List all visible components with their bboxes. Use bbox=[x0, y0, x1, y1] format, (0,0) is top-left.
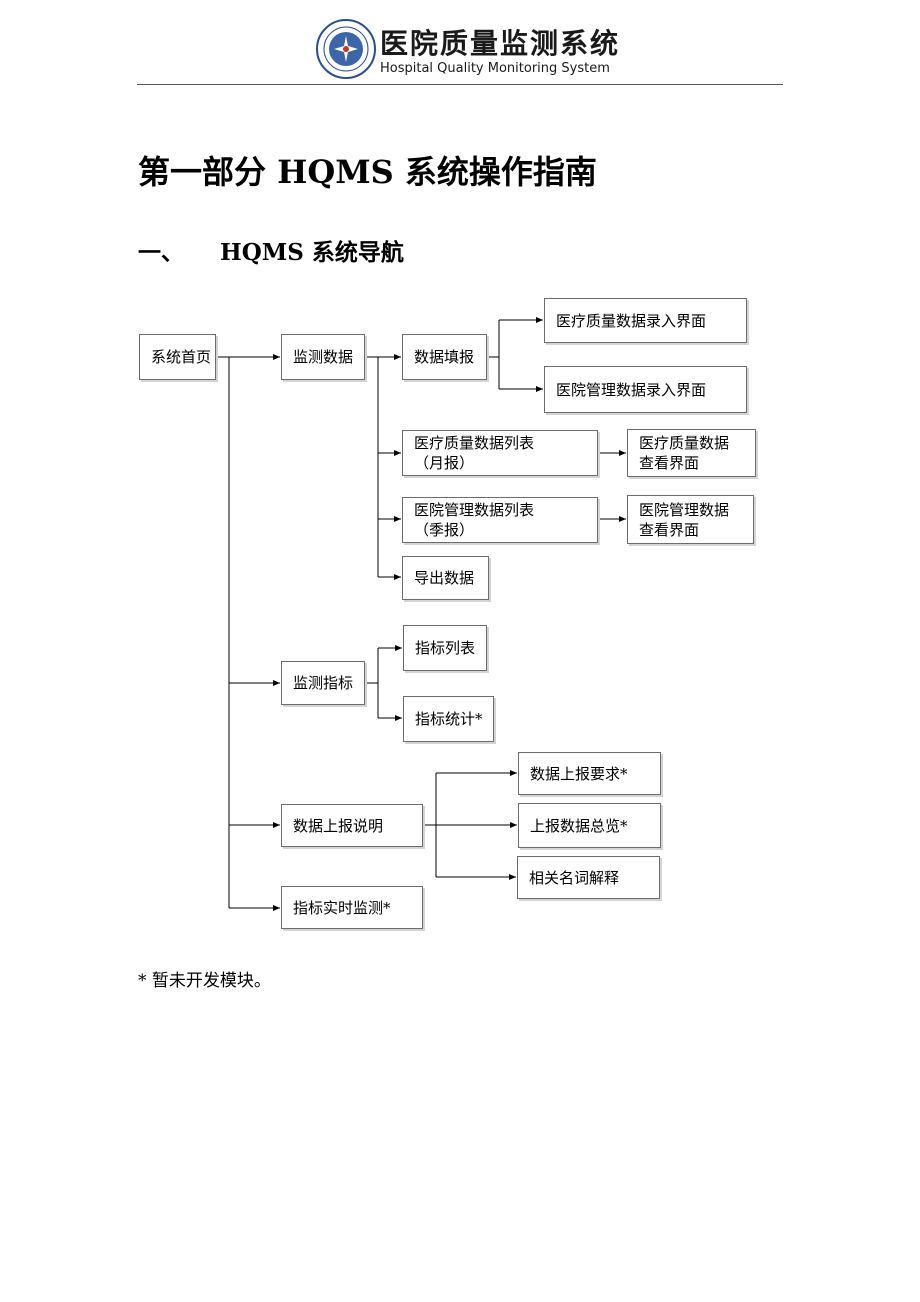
header-divider bbox=[137, 84, 783, 85]
node-report-instructions: 数据上报说明 bbox=[281, 804, 423, 847]
header-title-cn: 医院质量监测系统 bbox=[380, 27, 621, 60]
section-number: 一、 bbox=[138, 239, 184, 266]
node-hospital-mgmt-view: 医院管理数据 查看界面 bbox=[627, 495, 754, 544]
node-monitor-data: 监测数据 bbox=[281, 334, 365, 380]
part-title: 第一部分 HQMS 系统操作指南 bbox=[138, 153, 597, 191]
node-hospital-mgmt-entry: 医院管理数据录入界面 bbox=[544, 366, 747, 413]
node-data-fill: 数据填报 bbox=[402, 334, 487, 380]
node-medical-quality-entry: 医疗质量数据录入界面 bbox=[544, 298, 747, 343]
node-home: 系统首页 bbox=[139, 334, 216, 380]
node-export-data: 导出数据 bbox=[402, 556, 489, 600]
node-medical-quality-view: 医疗质量数据 查看界面 bbox=[627, 429, 756, 477]
node-report-overview: 上报数据总览* bbox=[518, 803, 661, 848]
node-indicator-list: 指标列表 bbox=[403, 625, 487, 671]
node-realtime-monitor: 指标实时监测* bbox=[281, 886, 423, 929]
hospital-emblem-icon bbox=[316, 19, 376, 79]
header-title-en: Hospital Quality Monitoring System bbox=[380, 61, 610, 76]
footnote: * 暂未开发模块。 bbox=[138, 971, 271, 991]
node-medical-quality-list: 医疗质量数据列表 （月报） bbox=[402, 430, 598, 476]
node-monitor-indicators: 监测指标 bbox=[281, 661, 365, 705]
section-title: HQMS 系统导航 bbox=[220, 239, 404, 266]
node-hospital-mgmt-list: 医院管理数据列表 （季报） bbox=[402, 497, 598, 543]
section-heading: 一、 HQMS 系统导航 bbox=[138, 233, 404, 267]
node-report-requirements: 数据上报要求* bbox=[518, 752, 661, 795]
node-glossary: 相关名词解释 bbox=[517, 856, 660, 899]
node-indicator-stats: 指标统计* bbox=[403, 696, 494, 742]
